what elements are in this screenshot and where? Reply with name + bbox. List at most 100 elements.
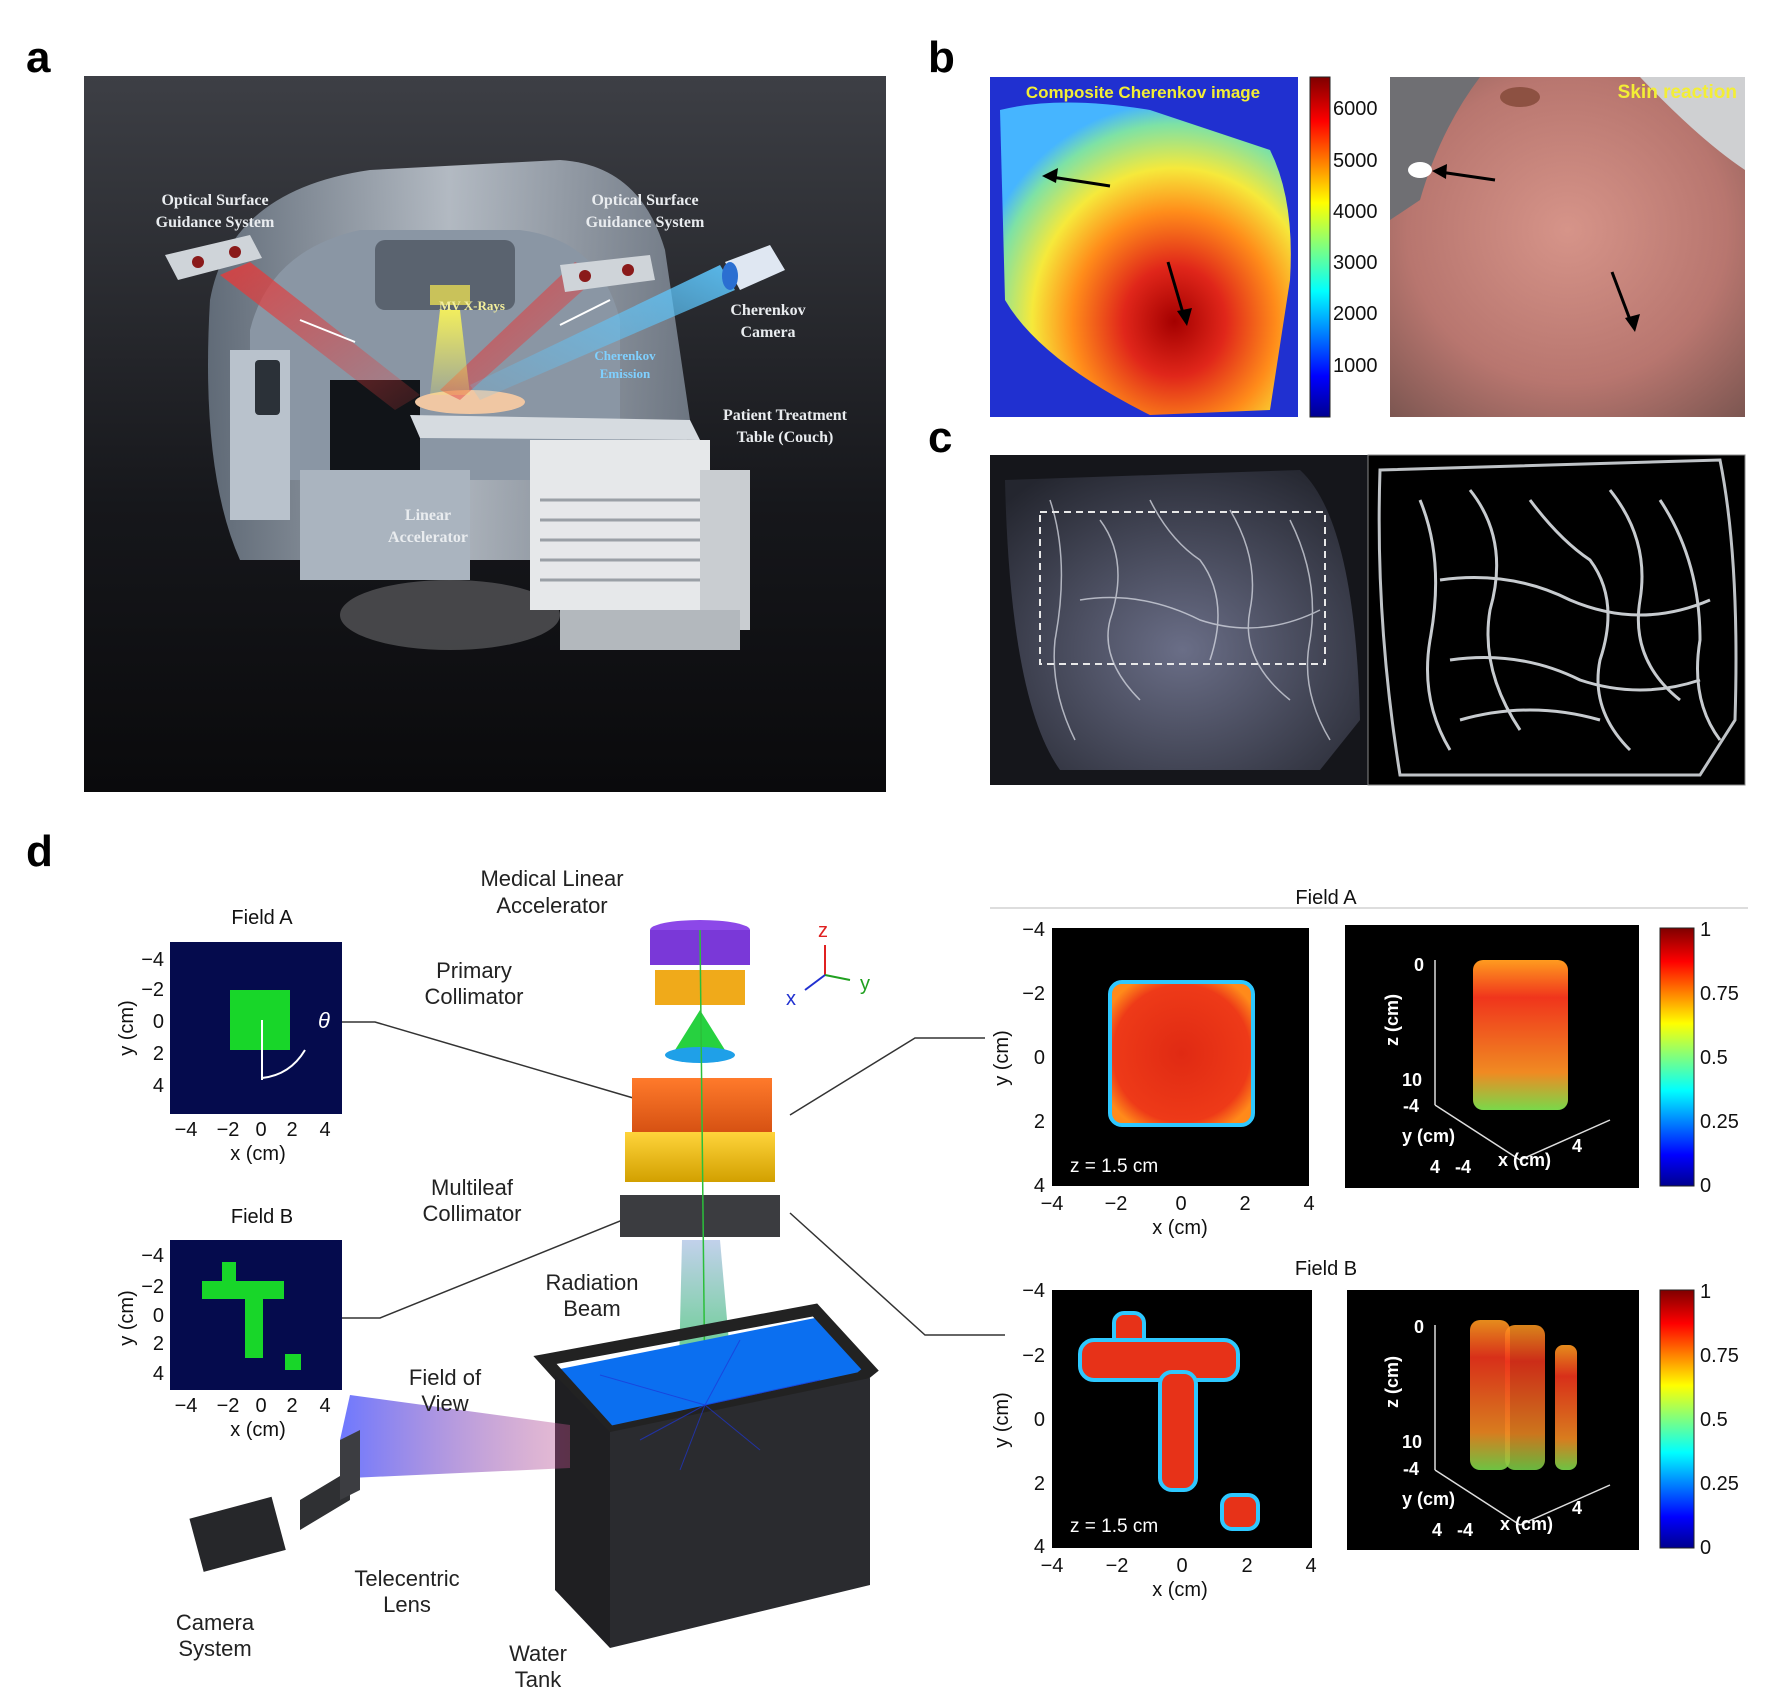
fb-ytick-0: −4 (1022, 1280, 1045, 1302)
field-a-small-xticks: −4 −2 0 2 4 (175, 1119, 331, 1141)
fb-ytick-2: 0 (1034, 1409, 1045, 1431)
label-osgs-left-2: Guidance System (156, 214, 275, 231)
field-b-small-dot (285, 1354, 301, 1370)
fa-cbar-tick-3: 0.25 (1700, 1111, 1739, 1133)
fb-vol-ztick-0: 0 (1414, 1317, 1424, 1337)
cherenkov-colorbar (1309, 76, 1331, 418)
fa-cbar-tick-1: 0.75 (1700, 983, 1739, 1005)
panel-letter-a: a (26, 33, 51, 82)
fb-ytick-4: 4 (1034, 1536, 1045, 1558)
couch-side (700, 470, 750, 630)
fb-xtick-4: 4 (1305, 1555, 1316, 1577)
panel-b: b Composite Cherenkov image 6000 5000 40… (928, 33, 1745, 418)
panel-a-labels: Optical Surface Guidance System Optical … (156, 192, 848, 546)
field-b-volume (1470, 1320, 1577, 1470)
field-a-small-xlabel: x (cm) (230, 1143, 286, 1165)
cbar-tick-2000: 2000 (1333, 303, 1378, 325)
fa-vol-xtick-1: 4 (1572, 1136, 1582, 1156)
fb-xtick-0: −4 (1041, 1555, 1064, 1577)
telecentric-lens-cone (300, 1470, 350, 1530)
field-b-xlabel: x (cm) (1152, 1579, 1208, 1601)
label-multileaf-1: Multileaf (431, 1175, 514, 1200)
label-medical-linac-2: Accelerator (496, 893, 607, 918)
fa-s-xtick-4: 4 (319, 1119, 330, 1141)
fa-ytick-2: 0 (1034, 1047, 1045, 1069)
cherenkov-colorbar-ticks: 6000 5000 4000 3000 2000 1000 (1333, 98, 1378, 377)
skin-reaction-photo (1390, 77, 1745, 417)
field-of-view-beam (340, 1395, 570, 1478)
tank-rim (533, 1303, 879, 1439)
water-tank (533, 1303, 879, 1648)
cbar-tick-5000: 5000 (1333, 150, 1378, 172)
fa-xtick-0: −4 (1041, 1193, 1064, 1215)
field-a-small-yticks: −4 −2 0 2 4 (141, 949, 164, 1097)
couch-top (410, 415, 700, 440)
label-osgs-right-2: Guidance System (586, 214, 705, 231)
field-a-results: Field A z = 1.5 cm −4 −2 0 2 4 −4 −2 0 2… (990, 887, 1748, 1239)
fb-vol-ztick-1: 10 (1402, 1432, 1422, 1452)
fa-cbar-tick-0: 1 (1700, 919, 1711, 941)
field-b-z-note: z = 1.5 cm (1070, 1516, 1158, 1537)
floor-shadow (340, 580, 560, 650)
field-b-small-stem (245, 1298, 263, 1358)
field-a-xticks: −4 −2 0 2 4 (1041, 1193, 1315, 1215)
fa-vol-ztick-1: 10 (1402, 1070, 1422, 1090)
label-linac-1: Linear (405, 507, 451, 524)
field-a-small-square (230, 990, 290, 1050)
fb-cbar-tick-3: 0.25 (1700, 1473, 1739, 1495)
cbar-tick-4000: 4000 (1333, 201, 1378, 223)
fa-s-ytick-4: 4 (153, 1075, 164, 1097)
fa-s-ytick-1: −2 (141, 979, 164, 1001)
label-cherenkov-camera-2: Camera (740, 324, 795, 341)
label-primary-collimator-2: Collimator (424, 984, 523, 1009)
couch-foot (560, 610, 740, 650)
fa-s-xtick-2: 0 (255, 1119, 266, 1141)
label-cherenkov-camera-1: Cherenkov (730, 302, 805, 319)
cherenkov-arrow-2-head (1177, 308, 1192, 326)
camera-body (189, 1496, 286, 1572)
label-field-of-view-2: View (421, 1391, 468, 1416)
vessel-lines-left (1049, 499, 1331, 741)
fa-ytick-3: 2 (1034, 1111, 1045, 1133)
skin-background-shade (1390, 77, 1480, 220)
label-patient-table-2: Table (Couch) (737, 429, 834, 446)
linac-green-cone (675, 1010, 725, 1050)
field-a-colorbar (1659, 927, 1695, 1187)
linac-stack (620, 920, 780, 1410)
field-a-colorbar-ticks: 1 0.75 0.5 0.25 0 (1700, 919, 1739, 1197)
fa-xtick-1: −2 (1105, 1193, 1128, 1215)
field-b-small-yticks: −4 −2 0 2 4 (141, 1245, 164, 1385)
field-b-volume-labels: 0 10 -4 4 -4 4 y (cm) x (cm) z (cm) (1382, 1317, 1582, 1540)
fa-vol-ztick-0: 0 (1414, 955, 1424, 975)
fb-ytick-3: 2 (1034, 1473, 1045, 1495)
field-b-title: Field B (1295, 1258, 1357, 1280)
label-field-of-view-1: Field of (409, 1365, 482, 1390)
fb-s-xtick-4: 4 (319, 1395, 330, 1417)
fb-xtick-1: −2 (1106, 1555, 1129, 1577)
water-surface (555, 1318, 870, 1432)
field-a-heat-square (1108, 980, 1255, 1127)
roi-dashed-box (1039, 511, 1326, 665)
fb-vol-zlabel: z (cm) (1382, 1356, 1402, 1408)
cherenkov-camera-device (722, 245, 785, 290)
linac-blue-disk (665, 1047, 735, 1063)
fa-ytick-4: 4 (1034, 1175, 1045, 1197)
fa-ytick-0: −4 (1022, 919, 1045, 941)
vessel-outline-right (1377, 458, 1738, 777)
fb-s-ytick-3: 2 (153, 1333, 164, 1355)
vessel-image-left (1005, 470, 1360, 770)
fb-s-ytick-4: 4 (153, 1363, 164, 1385)
skin-arrow-2-head (1625, 314, 1640, 332)
field-b-heat-shape (1078, 1311, 1260, 1531)
fb-cbar-tick-4: 0 (1700, 1537, 1711, 1559)
label-cherenkov-emission-1: Cherenkov (594, 348, 656, 363)
osgs-left-device (165, 235, 262, 280)
field-b-ylabel: y (cm) (991, 1392, 1013, 1448)
tank-front-face (610, 1378, 870, 1648)
fa-xtick-4: 4 (1303, 1193, 1314, 1215)
nipple (1500, 87, 1540, 107)
fa-s-xtick-1: −2 (217, 1119, 240, 1141)
field-a-title: Field A (1295, 887, 1357, 909)
axis-x-label: x (786, 988, 796, 1010)
label-camera-system-2: System (178, 1636, 251, 1661)
